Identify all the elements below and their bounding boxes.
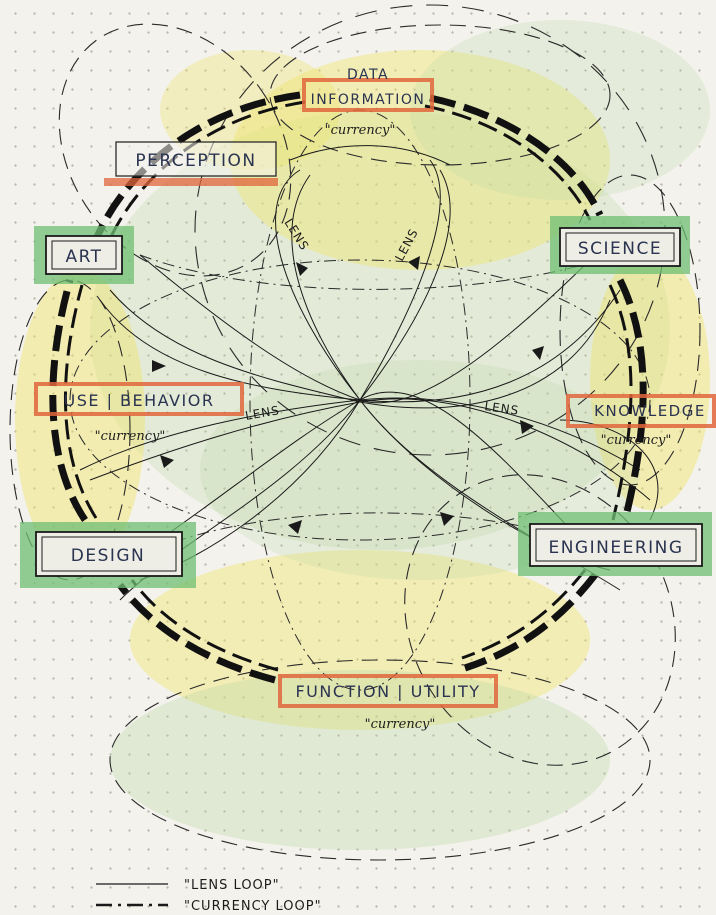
arrowhead [288,520,302,534]
node-perception: PERCEPTION [104,141,278,186]
data-currency-label: "currency" [325,123,396,138]
lens-arrowheads [152,256,544,534]
arrowhead [160,455,174,468]
node-art: ART [34,226,134,284]
node-data-information: DATA INFORMATION "currency" [302,67,434,138]
arrowhead [532,346,544,360]
use-behavior-currency-label: "currency" [95,429,166,444]
function-utility-currency-label: "currency" [365,717,436,732]
lens-label: LENS [484,399,520,418]
use-behavior-label: USE | BEHAVIOR [64,391,215,410]
arrowhead [520,420,534,434]
color-washes [15,20,710,850]
function-utility-label: FUNCTION | UTILITY [295,682,480,701]
information-label: INFORMATION [311,92,426,108]
lens-label: LENS [244,403,281,423]
arrowhead [440,512,454,526]
engineering-label: ENGINEERING [548,538,683,558]
legend-lens-loop: "LENS LOOP" [184,878,280,893]
arrowhead [152,360,166,372]
node-engineering: ENGINEERING [518,512,712,576]
node-use-behavior: USE | BEHAVIOR "currency" [34,382,244,444]
legend: "LENS LOOP" "CURRENCY LOOP" [96,878,322,914]
arrowhead [296,262,308,276]
node-science: SCIENCE [550,216,690,274]
knowledge-currency-label: "currency" [601,433,672,448]
node-knowledge: KNOWLEDGE "currency" [566,394,716,448]
knowledge-label: KNOWLEDGE [594,402,706,420]
perception-label: PERCEPTION [135,151,256,171]
design-label: DESIGN [71,546,146,566]
legend-currency-loop: "CURRENCY LOOP" [184,899,322,914]
node-function-utility: FUNCTION | UTILITY "currency" [278,674,498,732]
art-label: ART [65,247,102,267]
data-label: DATA [347,67,389,83]
arrowhead [408,256,420,270]
node-design: DESIGN [20,522,196,588]
science-label: SCIENCE [578,239,662,259]
